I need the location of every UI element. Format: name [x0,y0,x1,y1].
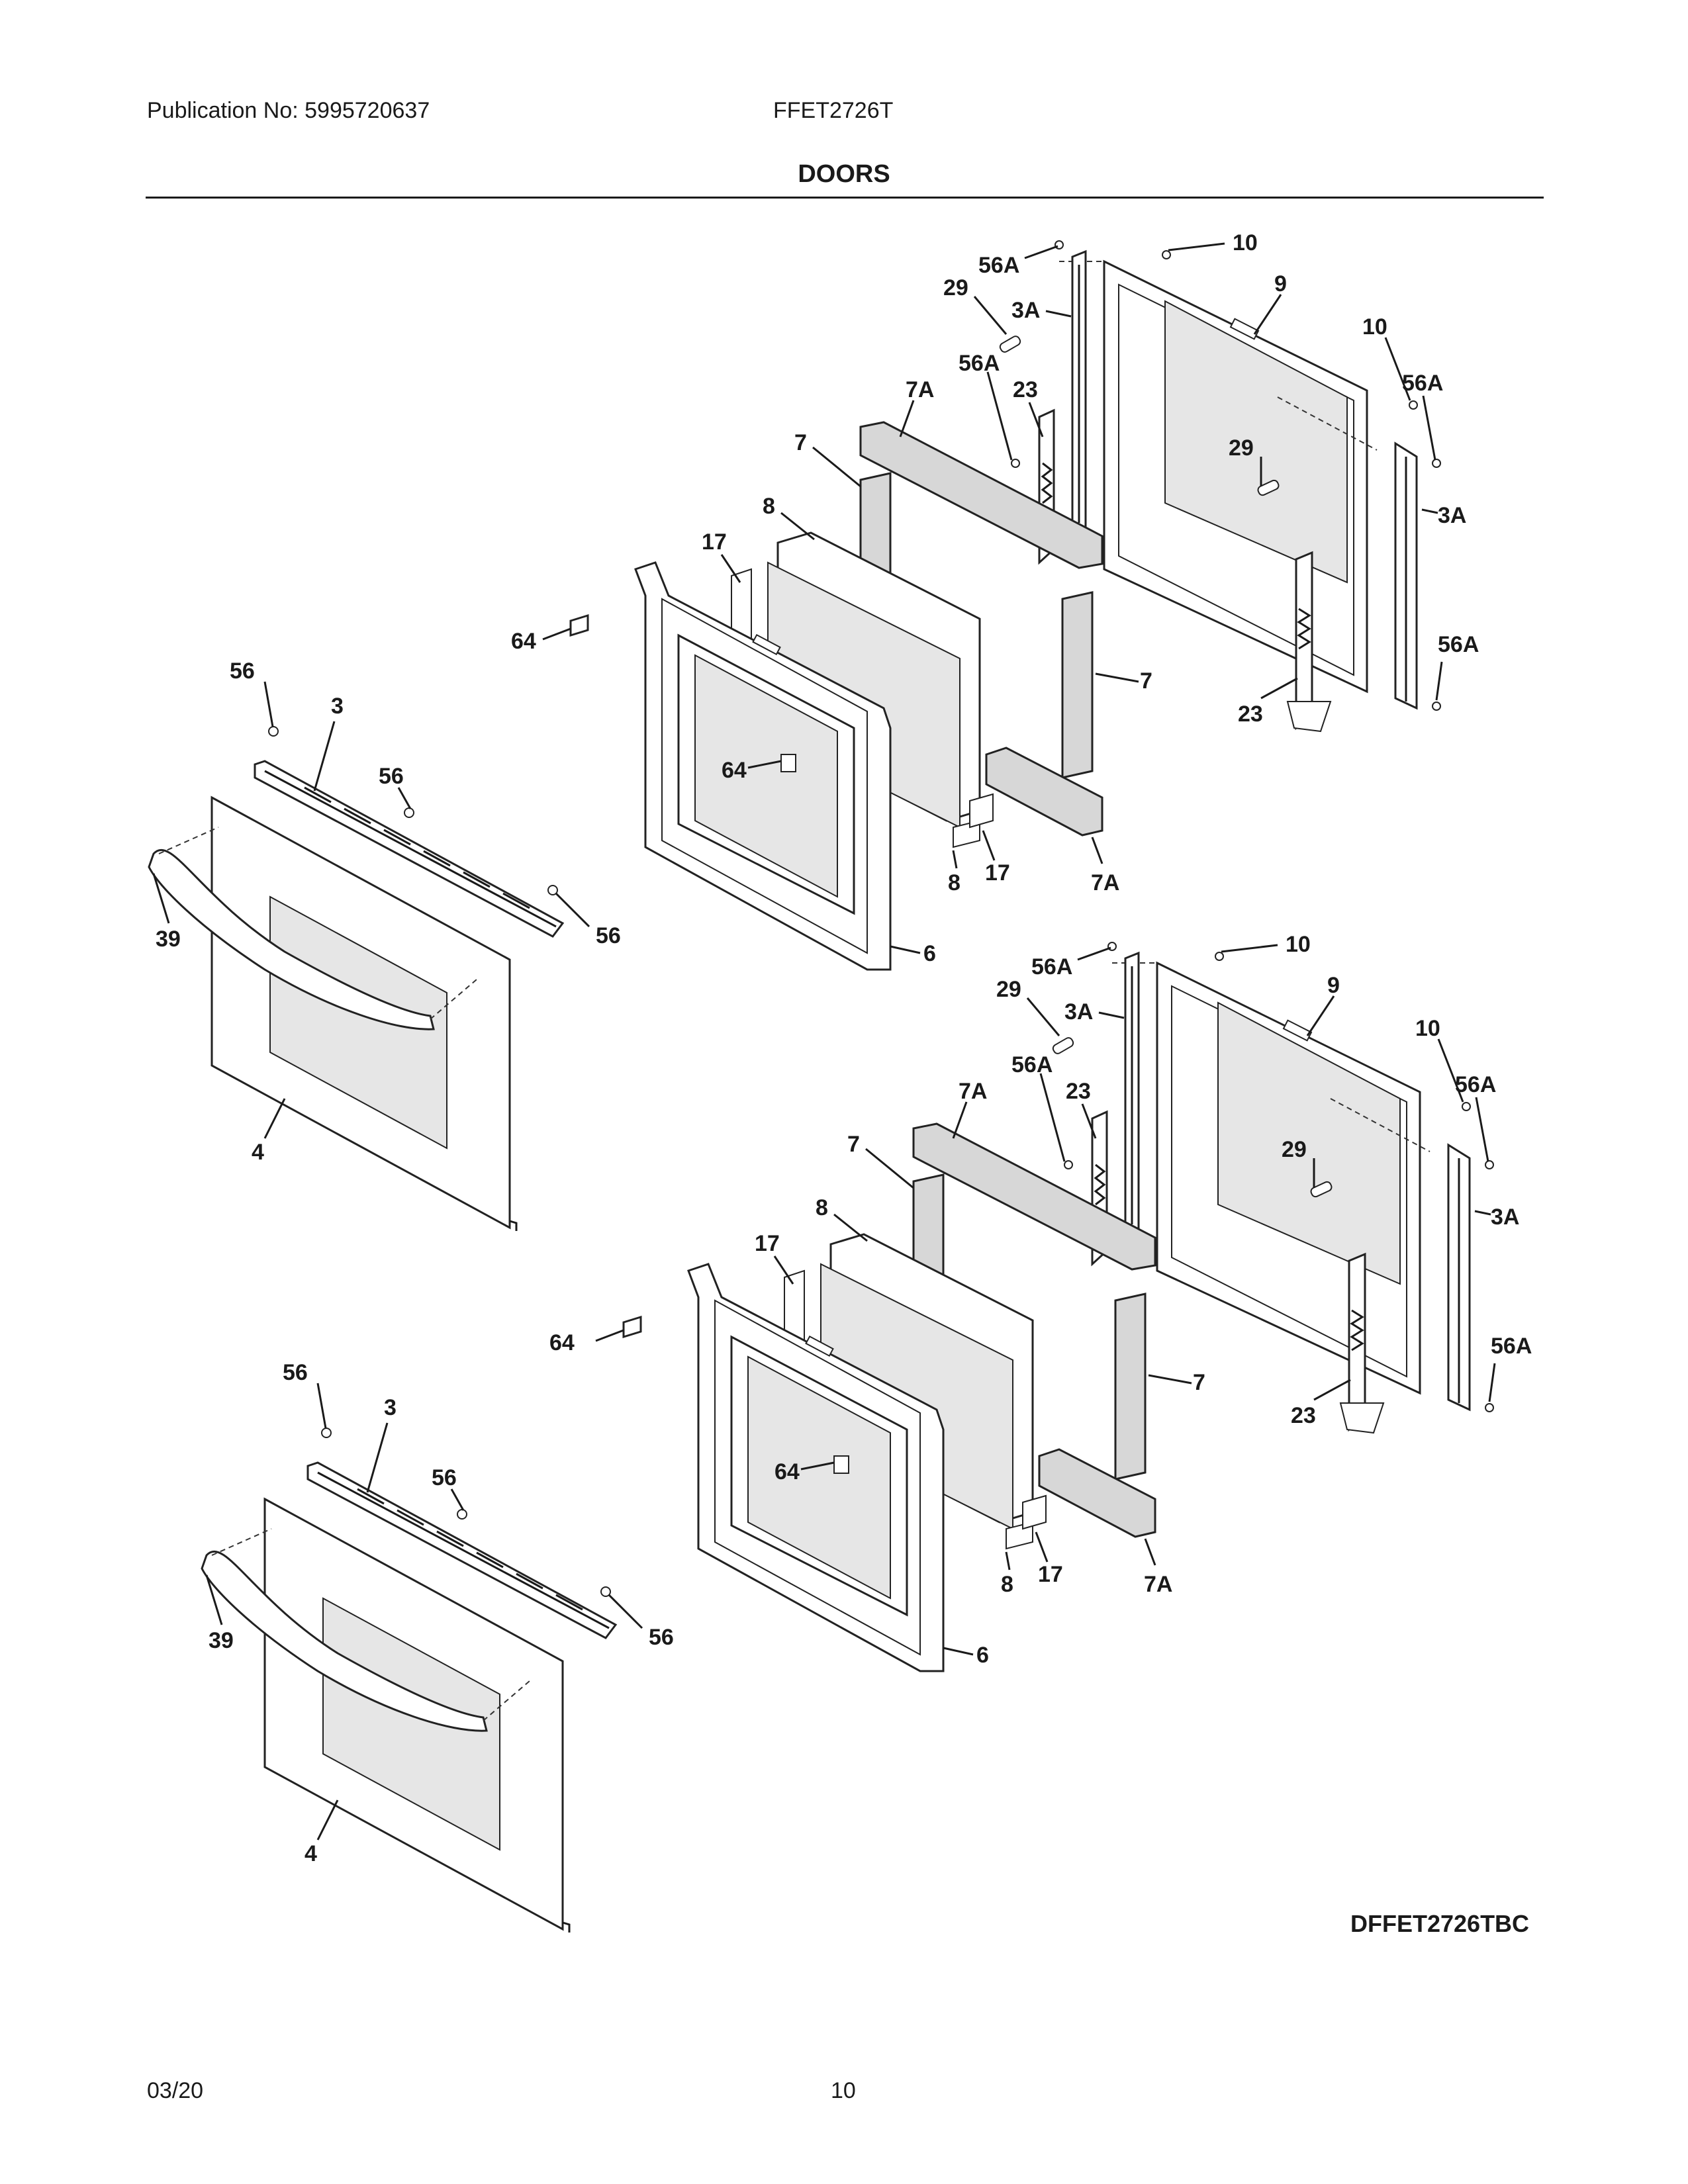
callout-8-low: 8 [1001,1572,1013,1597]
callout-7-top: 7 [794,430,807,455]
page-number: 10 [831,2078,856,2103]
upper-right-hinge [1286,551,1332,733]
callout-17-low: 17 [985,860,1010,886]
callout-7A-low: 7A [1144,1572,1172,1597]
callout-7A-top: 7A [906,377,934,402]
callout-56-c: 56 [649,1625,674,1650]
left-hinge-channel [1071,250,1087,537]
callout-4: 4 [252,1140,264,1165]
callout-7A-low: 7A [1091,870,1119,895]
revision-date: 03/20 [147,2078,204,2103]
callout-4: 4 [305,1841,317,1866]
callout-6: 6 [923,941,936,966]
callout-56-a: 56 [230,659,255,684]
callout-17-top: 17 [702,529,727,555]
callout-3A-right: 3A [1491,1205,1519,1230]
lower-door-handle [201,1528,530,1732]
callout-56A-mid: 56A [1402,371,1443,396]
right-hinge-channel [1447,1143,1471,1412]
callout-64-top: 64 [511,629,536,654]
lower-insulation-top [912,1122,1156,1285]
callout-10-right: 10 [1362,314,1387,340]
callout-10-top: 10 [1233,230,1258,255]
callout-23-low: 23 [1291,1403,1316,1428]
upper-callouts: 56A 10 29 3A 9 10 56A 56A 7A 23 7 29 3A … [152,230,1479,1165]
callout-3: 3 [331,694,344,719]
callout-39: 39 [209,1628,234,1653]
callout-23-top: 23 [1066,1079,1091,1104]
callout-8-low: 8 [948,870,961,895]
lower-callouts: 56A 10 29 3A 9 10 56A 56A 7A 23 7 29 3A … [205,932,1532,1866]
callout-29-top: 29 [943,275,968,300]
callout-3A-top: 3A [1011,298,1040,323]
callout-56A-mid: 56A [1455,1072,1496,1097]
upper-insulation-top [859,421,1103,584]
upper-door-frame [634,561,892,971]
inner-door-liner [1112,961,1430,1395]
lower-door-bumper [622,1315,642,1339]
callout-23-low: 23 [1238,702,1263,727]
callout-7-right: 7 [1140,668,1152,694]
callout-29-top: 29 [996,977,1021,1002]
callout-56A-right-hinge: 56A [959,351,1000,376]
callout-8-top: 8 [816,1195,828,1220]
callout-56A-low: 56A [1491,1334,1532,1359]
lower-insulation-side [1114,1293,1147,1480]
drawing-code: DFFET2726TBC [1350,1910,1530,1937]
callout-9: 9 [1274,271,1287,296]
lower-vent-trim [306,1461,618,1639]
upper-screws [268,240,1441,895]
callout-64-top: 64 [549,1330,575,1355]
callout-9: 9 [1327,973,1340,998]
callout-3A-right: 3A [1438,503,1466,528]
callout-56-b: 56 [379,764,404,789]
callout-56-a: 56 [283,1360,308,1385]
callout-17-low: 17 [1038,1562,1063,1587]
callout-6: 6 [976,1643,989,1668]
lower-door-assembly [201,942,1494,1933]
callout-56-b: 56 [432,1465,457,1490]
lower-right-hinge [1339,1252,1385,1434]
publication-number: Publication No: 5995720637 [147,98,430,123]
callout-29-right: 29 [1282,1137,1307,1162]
callout-7-top: 7 [847,1132,860,1157]
callout-7-right: 7 [1193,1370,1205,1395]
right-hinge-channel [1394,441,1418,710]
upper-door-bumper [569,614,589,637]
callout-56-c: 56 [596,923,621,948]
callout-17-top: 17 [755,1231,780,1256]
callout-7A-top: 7A [959,1079,987,1104]
upper-vent-trim [254,760,565,938]
lower-insulation-bottom [1038,1448,1156,1538]
upper-door-handle [148,827,477,1030]
callout-56A-top: 56A [978,253,1019,278]
model-number: FFET2726T [773,98,894,123]
upper-insulation-bottom [985,747,1103,837]
callout-10-top: 10 [1286,932,1311,957]
callout-56A-right-hinge: 56A [1011,1052,1053,1077]
callout-56A-low: 56A [1438,632,1479,657]
left-hinge-channel [1124,951,1140,1238]
callout-23-top: 23 [1013,377,1038,402]
callout-3A-top: 3A [1064,999,1093,1024]
callout-3: 3 [384,1395,397,1420]
lower-door-frame [687,1263,945,1672]
callout-64-inner: 64 [774,1459,800,1484]
upper-insulation-side [1061,591,1094,779]
header-divider [146,197,1544,199]
callout-10-right: 10 [1415,1016,1440,1041]
page-title: DOORS [798,160,890,188]
callout-8-top: 8 [763,494,775,519]
callout-56A-top: 56A [1031,954,1072,979]
upper-door-assembly [148,240,1441,1231]
callout-29-right: 29 [1229,435,1254,461]
callout-39: 39 [156,927,181,952]
inner-door-liner [1059,259,1378,694]
callout-64-inner: 64 [722,758,747,783]
